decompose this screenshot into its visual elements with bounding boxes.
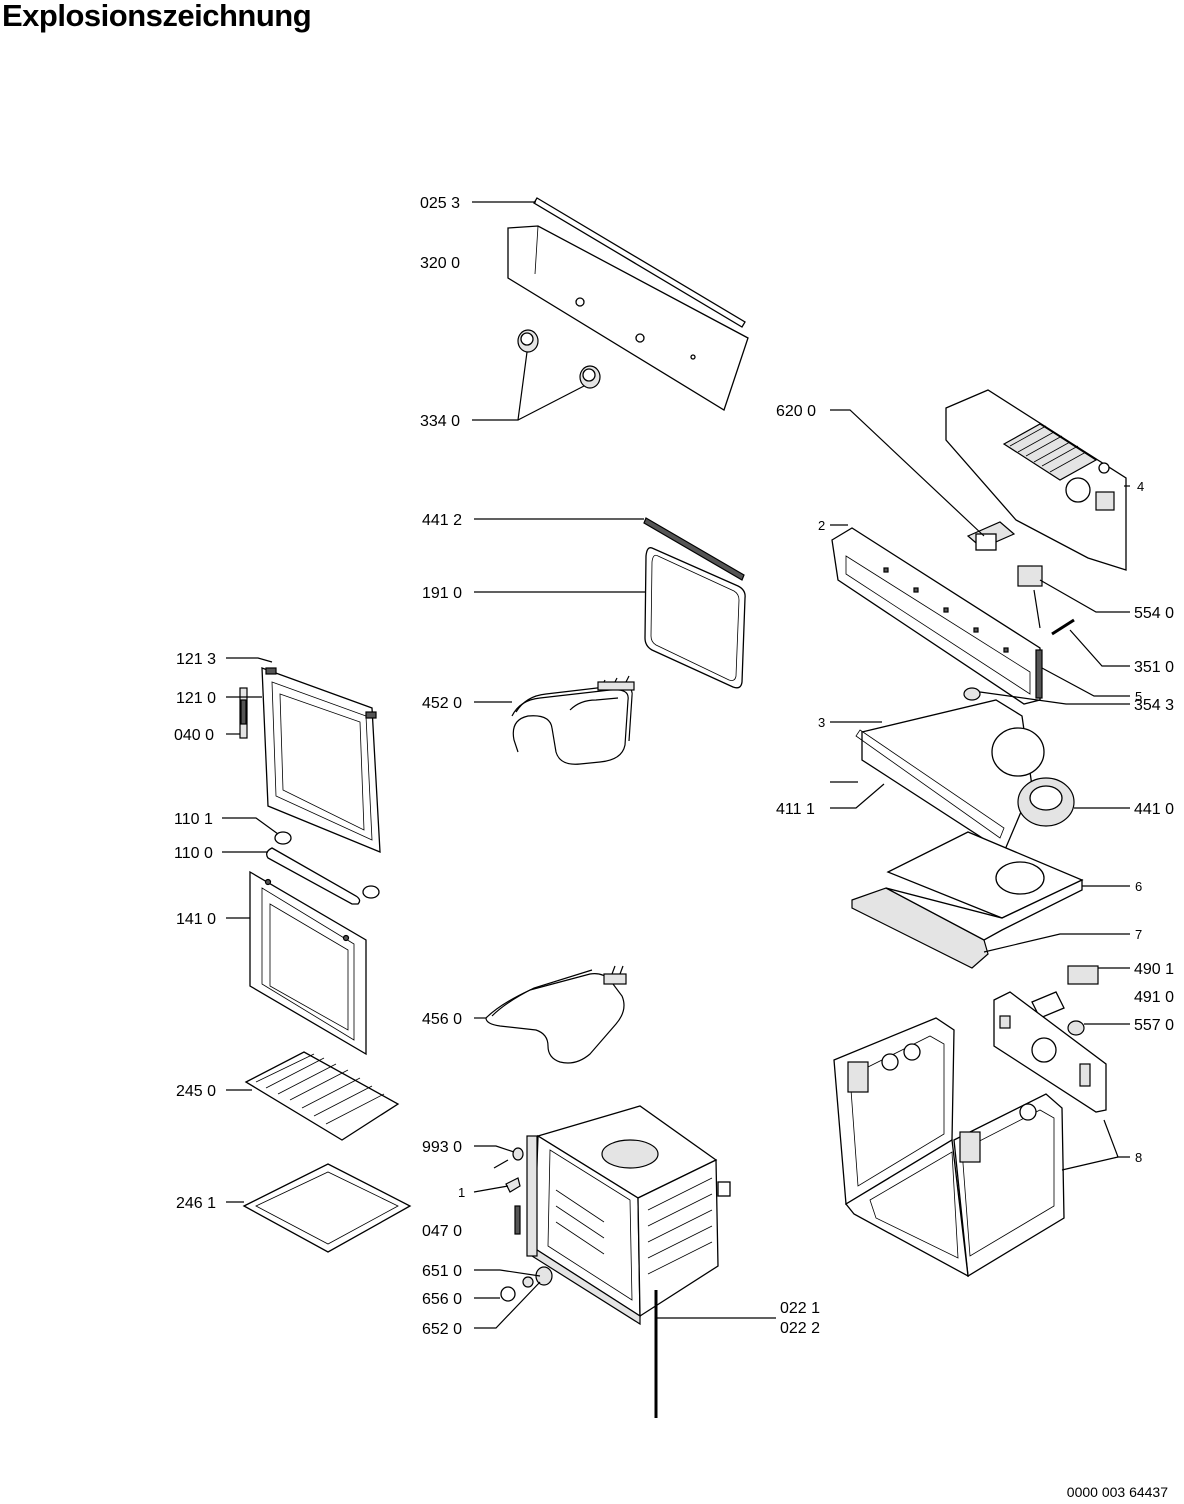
part-baking-tray xyxy=(242,1163,412,1253)
callout-5: 5 xyxy=(1135,689,1142,704)
callout-022-2: 022 2 xyxy=(780,1320,820,1337)
part-cooling-fan-assembly xyxy=(945,389,1127,571)
callout-3: 3 xyxy=(818,715,825,730)
leader-lines xyxy=(222,201,1130,1329)
callout-620-0: 620 0 xyxy=(776,403,816,420)
callout-141-0: 141 0 xyxy=(176,911,216,928)
part-front-frame xyxy=(831,527,1043,705)
part-trim-strip xyxy=(533,197,746,328)
callout-245-0: 245 0 xyxy=(176,1083,216,1100)
callout-labels: 025 3 320 0 334 0 441 2 191 0 452 0 121 … xyxy=(174,195,1174,1338)
page-title: Explosionszeichnung xyxy=(2,0,312,33)
document-number: 0000 003 64437 xyxy=(1066,1484,1168,1500)
callout-334-0: 334 0 xyxy=(420,413,460,430)
callout-354-3: 354 3 xyxy=(1134,697,1174,714)
callout-452-0: 452 0 xyxy=(422,695,462,712)
callout-8: 8 xyxy=(1135,1150,1142,1165)
part-seal-strip xyxy=(643,517,745,581)
callout-441-2: 441 2 xyxy=(422,512,462,529)
part-top-heating-element xyxy=(511,675,635,765)
part-door-hinge xyxy=(239,687,248,739)
part-wire-rack xyxy=(244,1051,400,1141)
part-lamp xyxy=(963,687,981,701)
callout-993-0: 993 0 xyxy=(422,1139,462,1156)
part-convection-fan xyxy=(1017,777,1075,827)
callout-121-0: 121 0 xyxy=(176,690,216,707)
callout-040-0: 040 0 xyxy=(174,727,214,744)
callout-652-0: 652 0 xyxy=(422,1321,462,1338)
part-inner-door xyxy=(261,667,381,853)
callout-320-0: 320 0 xyxy=(420,255,460,272)
part-outer-door-glass xyxy=(249,870,367,1056)
callout-110-0: 110 0 xyxy=(174,845,213,862)
callout-490-1: 490 1 xyxy=(1134,961,1174,978)
part-oven-cavity xyxy=(526,1105,731,1326)
part-door-seal xyxy=(644,547,746,689)
part-knobs xyxy=(517,329,601,389)
callout-554-0: 554 0 xyxy=(1134,605,1174,622)
callout-491-0: 491 0 xyxy=(1134,989,1174,1006)
callout-121-3: 121 3 xyxy=(176,651,216,668)
callout-351-0: 351 0 xyxy=(1134,659,1174,676)
part-control-panel xyxy=(507,225,749,411)
part-bottom-plate xyxy=(851,831,1084,969)
part-sensor-rod xyxy=(1051,618,1075,636)
callout-191-0: 191 0 xyxy=(422,585,462,602)
callout-110-1: 110 1 xyxy=(174,811,213,828)
part-housing xyxy=(833,1017,1065,1278)
callout-651-0: 651 0 xyxy=(422,1263,462,1280)
part-bottom-heating-element xyxy=(485,965,627,1064)
part-handle-caps xyxy=(274,831,380,899)
callout-441-0: 441 0 xyxy=(1134,801,1174,818)
callout-246-1: 246 1 xyxy=(176,1195,216,1212)
part-thermostat xyxy=(1017,565,1043,629)
callout-6: 6 xyxy=(1135,879,1142,894)
part-small-fittings xyxy=(493,1147,553,1302)
callout-1: 1 xyxy=(458,1185,465,1200)
callout-025-3: 025 3 xyxy=(420,195,460,212)
part-door-handle xyxy=(266,847,361,905)
callout-456-0: 456 0 xyxy=(422,1011,462,1028)
part-control-electronics xyxy=(993,965,1107,1113)
callout-2: 2 xyxy=(818,518,825,533)
callout-022-1: 022 1 xyxy=(780,1300,820,1317)
callout-557-0: 557 0 xyxy=(1134,1017,1174,1034)
callout-7: 7 xyxy=(1135,927,1142,942)
callout-4: 4 xyxy=(1137,479,1144,494)
part-switch xyxy=(966,521,1016,551)
callout-656-0: 656 0 xyxy=(422,1291,462,1308)
callout-047-0: 047 0 xyxy=(422,1223,462,1240)
callout-411-1: 411 1 xyxy=(776,801,815,818)
part-rear-panel xyxy=(855,699,1045,853)
